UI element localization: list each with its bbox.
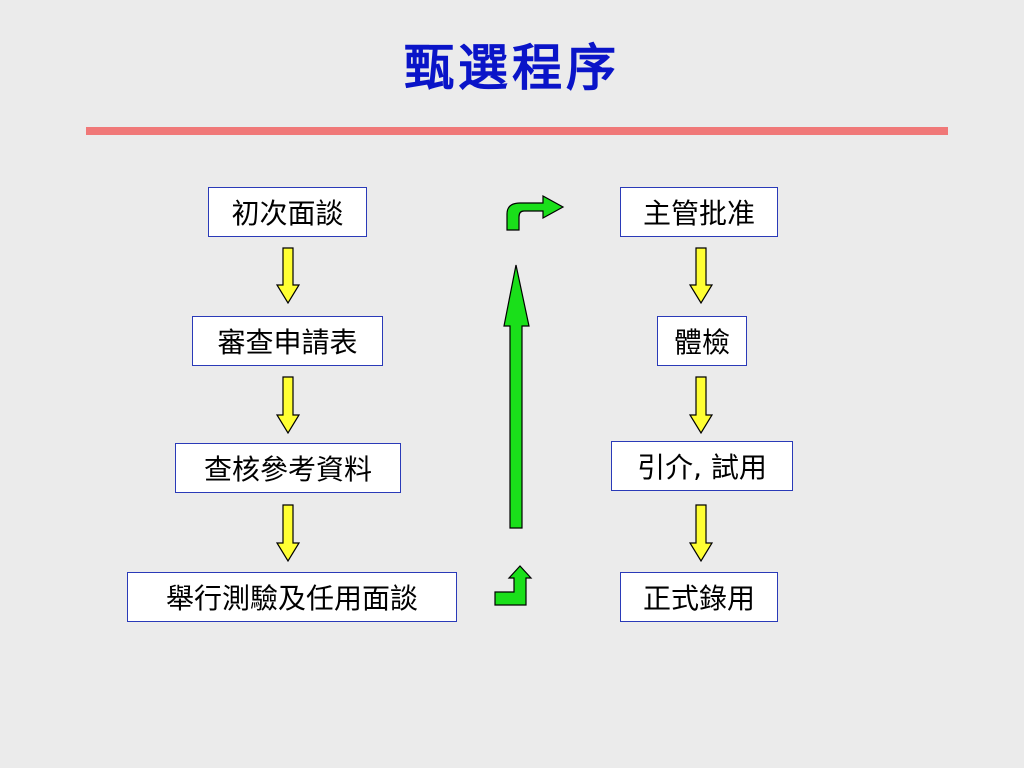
step-label: 查核參考資料 <box>203 453 372 486</box>
step-medical-exam: 體檢 <box>657 316 747 366</box>
curved-right-arrow-icon <box>506 194 565 231</box>
step-test-and-interview: 舉行測驗及任用面談 <box>127 572 457 622</box>
title-divider <box>86 127 948 135</box>
down-arrow-icon <box>275 376 301 435</box>
step-label: 主管批准 <box>642 197 755 230</box>
slide-title: 甄選程序 <box>404 38 620 97</box>
step-check-references: 查核參考資料 <box>175 443 401 493</box>
down-arrow-icon <box>275 504 301 563</box>
step-label: 審查申請表 <box>217 326 358 359</box>
bent-up-arrow-icon <box>494 565 533 606</box>
down-arrow-icon <box>688 247 714 305</box>
step-formal-hiring: 正式錄用 <box>620 572 778 622</box>
down-arrow-icon <box>688 376 714 435</box>
step-orientation-trial: 引介, 試用 <box>611 441 793 491</box>
step-label: 體檢 <box>673 326 730 359</box>
down-arrow-icon <box>275 247 301 305</box>
step-label: 舉行測驗及任用面談 <box>165 582 418 615</box>
step-label: 初次面談 <box>231 197 344 230</box>
down-arrow-icon <box>688 504 714 563</box>
step-label: 引介, 試用 <box>637 451 767 484</box>
step-initial-interview: 初次面談 <box>208 187 367 237</box>
up-arrow-icon <box>503 264 530 529</box>
step-review-application: 審查申請表 <box>192 316 383 366</box>
step-manager-approval: 主管批准 <box>620 187 778 237</box>
step-label: 正式錄用 <box>642 582 755 615</box>
